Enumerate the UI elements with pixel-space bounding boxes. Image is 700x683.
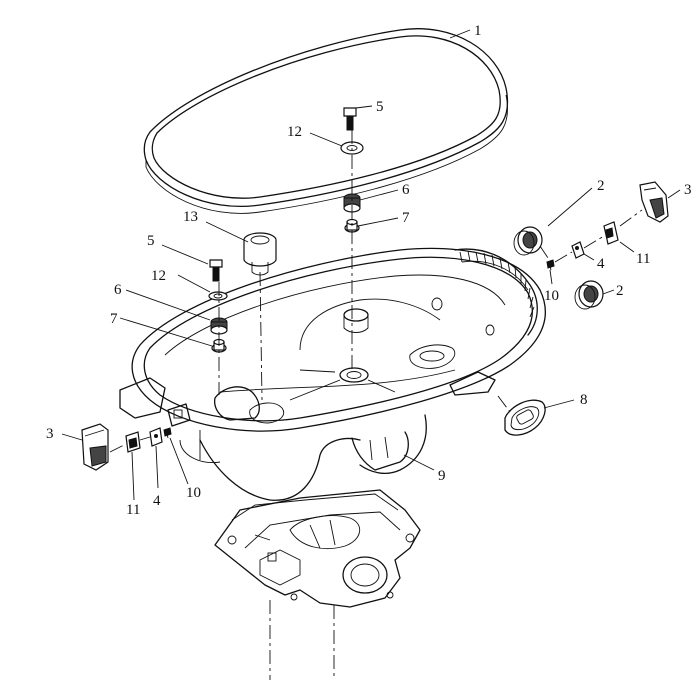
part-3-left-latch	[81, 423, 109, 471]
callout-1: 1	[474, 23, 482, 39]
ribbed-panel	[459, 250, 535, 318]
part-2-upper-grommet	[513, 226, 543, 256]
callout-11-left: 11	[126, 502, 140, 518]
callout-4: 4	[597, 256, 605, 272]
callout-10: 10	[544, 288, 559, 304]
callout-12-left: 12	[151, 268, 166, 284]
part-11-left-clip	[125, 431, 141, 453]
callout-13: 13	[183, 209, 198, 225]
left-latch-mount	[167, 403, 191, 427]
part-13-cap	[243, 232, 277, 276]
part-4-left-plate	[149, 427, 163, 447]
part-10-right-screw	[546, 259, 555, 271]
assembly-centerlines	[109, 130, 643, 680]
callout-labels: 1 5 12 6 7 2 3 11 4 10 2 13 5 12 6 7 8 9…	[46, 23, 692, 518]
part-4-right-plate	[571, 241, 585, 259]
callout-10-left: 10	[186, 485, 201, 501]
callout-5-left: 5	[147, 233, 155, 249]
callout-7: 7	[402, 210, 410, 226]
callout-3: 3	[684, 182, 692, 198]
callout-2: 2	[597, 178, 605, 194]
part-11-right-clip	[603, 221, 619, 245]
callout-9: 9	[438, 468, 446, 484]
callout-3-left: 3	[46, 426, 54, 442]
callout-7-left: 7	[110, 311, 118, 327]
callout-8: 8	[580, 392, 588, 408]
part-8-grommet	[504, 399, 546, 436]
part-12-left-washer	[208, 291, 228, 301]
callout-5: 5	[376, 99, 384, 115]
part-5-center-bolt	[343, 107, 357, 131]
callout-2-lower: 2	[616, 283, 624, 299]
part-9-storage-box	[119, 247, 547, 501]
frame-bracket	[214, 489, 421, 608]
leader-lines	[61, 29, 681, 501]
part-3-right-latch	[639, 181, 669, 223]
part-1-lid	[143, 28, 509, 214]
callout-4-left: 4	[153, 493, 161, 509]
callout-11: 11	[636, 251, 650, 267]
part-2-lower-grommet	[574, 280, 604, 310]
callout-6: 6	[402, 182, 410, 198]
callout-12: 12	[287, 124, 302, 140]
callout-6-left: 6	[114, 282, 122, 298]
part-10-left-screw	[163, 427, 172, 439]
part-5-left-bolt	[209, 259, 223, 282]
